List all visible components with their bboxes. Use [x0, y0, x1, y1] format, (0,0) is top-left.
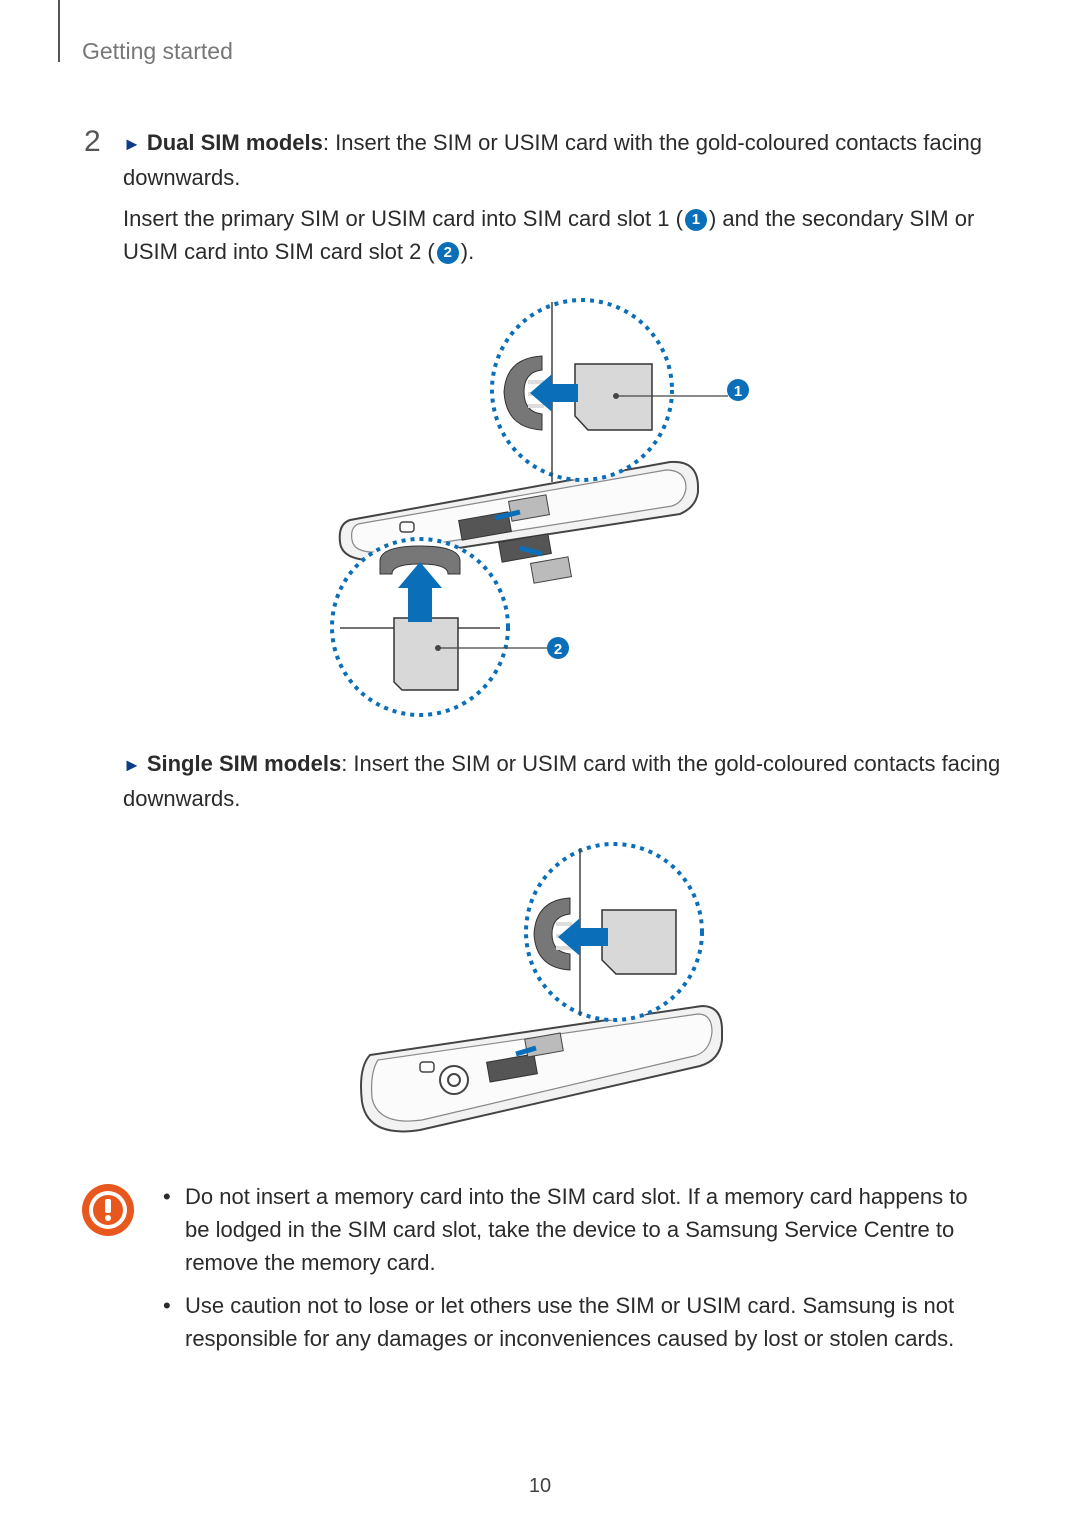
caution-note-text: Do not insert a memory card into the SIM…	[185, 1184, 968, 1275]
bullet: •	[163, 1293, 171, 1318]
dual-sim-text: : Insert the SIM or USIM card with the g…	[123, 130, 982, 190]
dual-sim-label: Dual SIM models	[146, 130, 323, 155]
single-sim-instruction: ►Single SIM models: Insert the SIM or US…	[123, 747, 1003, 815]
zoom-circle-slot	[524, 842, 704, 1022]
caution-icon	[82, 1184, 134, 1236]
single-sim-illustration	[360, 842, 723, 1133]
caution-notes: • Do not insert a memory card into the S…	[155, 1180, 995, 1365]
page-number: 10	[528, 1475, 552, 1497]
callout-badge-1: 1	[727, 379, 749, 401]
slot-text-b: ) and the secondary SIM or USIM card int…	[123, 206, 975, 264]
bullet: •	[163, 1184, 171, 1209]
triangle-icon: ►	[123, 134, 141, 154]
slot-text-c: ).	[460, 239, 475, 264]
callout-1-text: 1	[734, 383, 742, 400]
zoom-circle-slot-2	[330, 537, 548, 717]
step-number: 2	[84, 125, 101, 158]
dual-sim-instruction: ►Dual SIM models: Insert the SIM or USIM…	[123, 126, 1003, 194]
phone-back-illustration	[360, 1004, 723, 1133]
header-rule	[58, 0, 60, 62]
slot-instruction: Insert the primary SIM or USIM card into…	[123, 202, 1003, 268]
phone-back-illustration	[338, 460, 699, 584]
single-sim-label: Single SIM models	[146, 751, 342, 776]
caution-note: • Use caution not to lose or let others …	[155, 1289, 995, 1355]
caution-note: • Do not insert a memory card into the S…	[155, 1180, 995, 1279]
callout-2-text: 2	[554, 641, 562, 658]
triangle-icon: ►	[123, 755, 141, 775]
dual-sim-illustration: 1 2	[330, 298, 749, 717]
zoom-circle-slot-1	[490, 298, 728, 482]
slot-2-badge: 2	[436, 242, 459, 265]
single-sim-text: : Insert the SIM or USIM card with the g…	[123, 751, 1001, 811]
caution-note-text: Use caution not to lose or let others us…	[185, 1293, 955, 1351]
slot-text-a: Insert the primary SIM or USIM card into…	[123, 206, 683, 231]
slot-1-badge: 1	[684, 209, 707, 232]
section-title: Getting started	[82, 38, 233, 64]
callout-badge-2: 2	[547, 637, 569, 659]
